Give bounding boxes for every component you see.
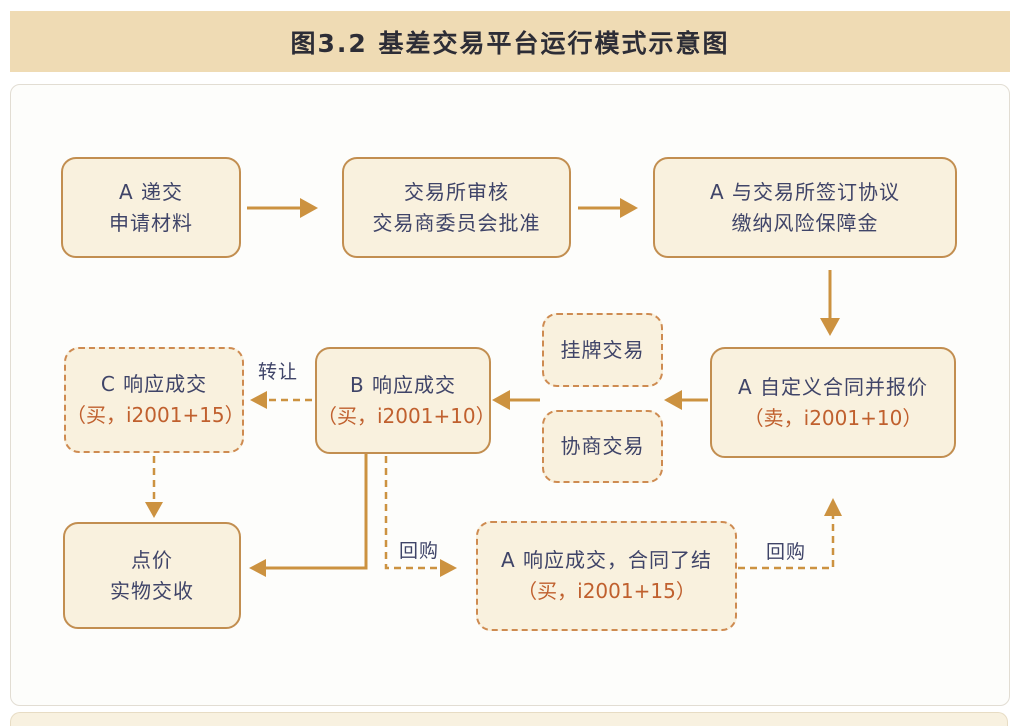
node-text: 缴纳风险保障金: [731, 210, 879, 235]
node-text: 交易所审核: [404, 179, 509, 204]
node-listed-trading: 挂牌交易: [542, 313, 663, 387]
node-text: A 自定义合同并报价: [737, 374, 929, 399]
edge-label-transfer: 转让: [257, 361, 298, 383]
node-text: 交易商委员会批准: [372, 210, 541, 235]
node-c-response: C 响应成交 （买，i2001+15）: [64, 347, 245, 453]
node-text: A 响应成交，合同了结: [500, 548, 713, 572]
node-text-quote-value: （买，i2001+15）: [66, 403, 245, 427]
node-text: 挂牌交易: [560, 337, 645, 362]
node-sign-agreement: A 与交易所签订协议 缴纳风险保障金: [653, 157, 957, 258]
node-custom-quote: A 自定义合同并报价 （卖，i2001+10）: [710, 347, 956, 458]
node-text: A 与交易所签订协议: [709, 179, 901, 204]
node-exchange-review: 交易所审核 交易商委员会批准: [342, 157, 571, 258]
node-b-response: B 响应成交 （买，i2001+10）: [315, 347, 496, 454]
node-text-quote-value: （买，i2001+15）: [517, 579, 696, 603]
node-text-quote-value: （卖，i2001+10）: [743, 405, 923, 430]
node-text: B 响应成交: [349, 372, 457, 397]
node-text: 点价: [131, 547, 173, 572]
node-text-quote-value: （买，i2001+10）: [317, 403, 496, 428]
edge-label-buyback-right: 回购: [765, 541, 806, 563]
next-section-banner: [10, 712, 1008, 726]
node-negotiated-trading: 协商交易: [542, 410, 663, 483]
node-text: 协商交易: [560, 434, 645, 458]
figure-title: 图3.2 基差交易平台运行模式示意图: [290, 28, 730, 58]
node-text: 申请材料: [109, 210, 193, 235]
node-submit-application: A 递交 申请材料: [61, 157, 241, 258]
node-spot-pricing: 点价 实物交收: [63, 522, 241, 629]
node-a-response: A 响应成交，合同了结 （买，i2001+15）: [476, 521, 737, 631]
node-text: C 响应成交: [100, 372, 208, 396]
edge-label-buyback-left: 回购: [398, 540, 439, 562]
node-text: 实物交收: [110, 578, 194, 603]
figure-title-banner: 图3.2 基差交易平台运行模式示意图: [10, 11, 1010, 72]
node-text: A 递交: [118, 179, 184, 204]
